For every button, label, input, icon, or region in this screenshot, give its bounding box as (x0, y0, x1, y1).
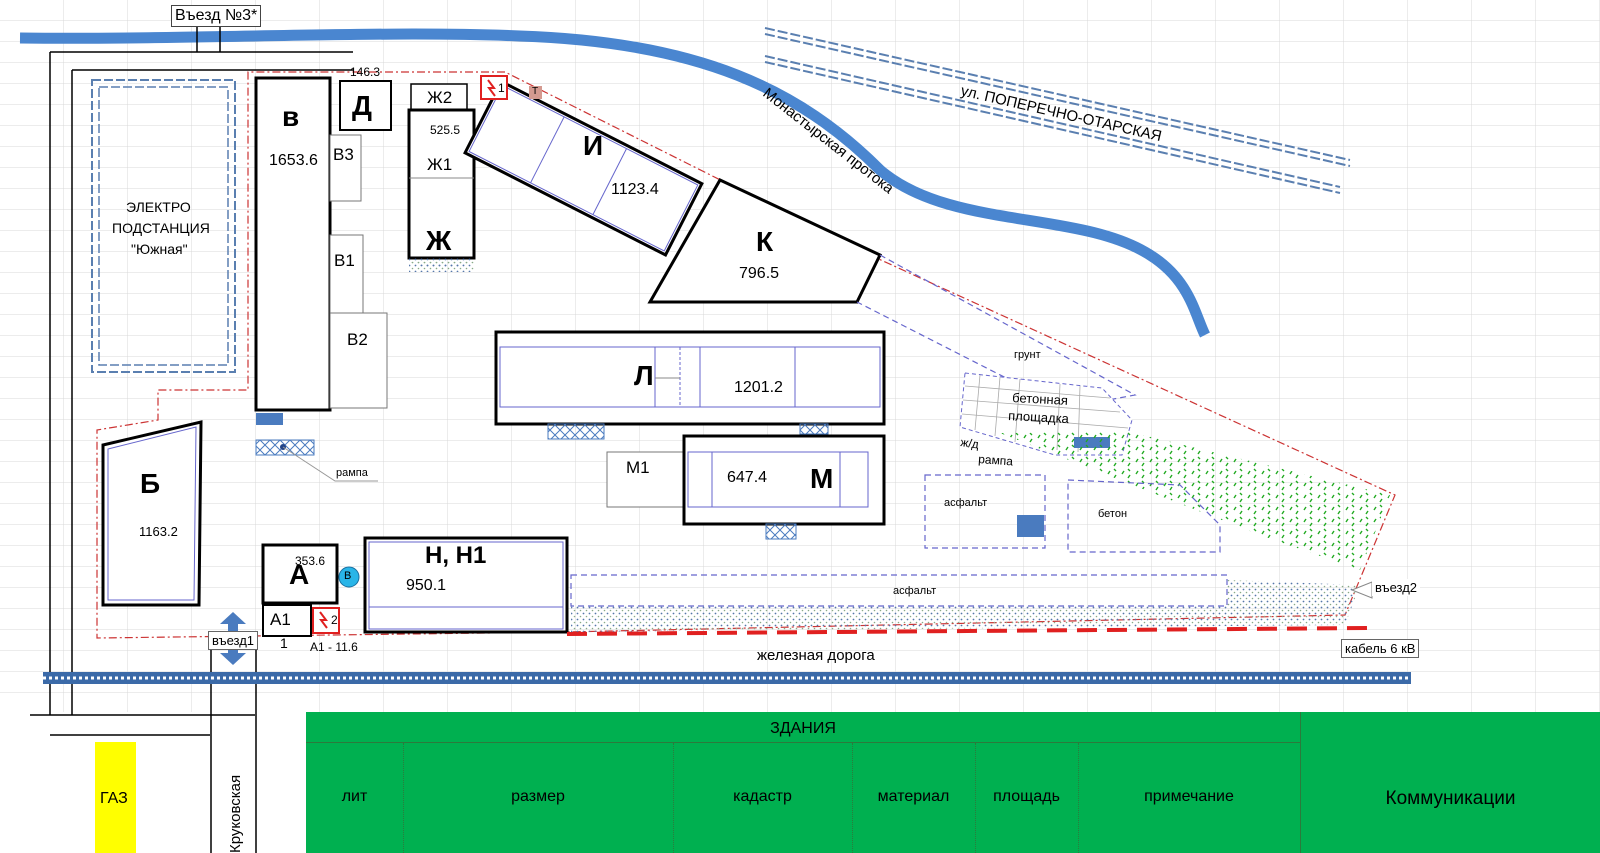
asphalt-2-label: асфальт (893, 585, 937, 597)
substation-line-1: ЭЛЕКТРО (126, 199, 191, 215)
building-a1[interactable] (262, 604, 312, 637)
building-l-area: 1201.2 (734, 379, 783, 396)
v-marker[interactable] (338, 566, 360, 588)
entry1-number: 1 (280, 635, 288, 651)
table-col-cadastre[interactable]: кадастр (733, 788, 792, 805)
building-zh2[interactable] (410, 83, 468, 111)
dashed-zone-k (856, 254, 1137, 409)
danger-marker-2[interactable] (312, 607, 340, 634)
building-d[interactable] (339, 80, 392, 131)
building-a-label: А (289, 559, 310, 590)
building-k-label: К (756, 226, 774, 257)
rail-short-label: ж/д (960, 435, 980, 451)
table-title: ЗДАНИЯ (770, 720, 836, 737)
building-d-label: Д (352, 90, 372, 121)
building-d-area: 146.3 (350, 65, 381, 79)
building-v2-label: В2 (347, 330, 368, 349)
gas-strip (95, 742, 136, 853)
building-b[interactable] (101, 420, 203, 607)
building-m1[interactable] (606, 451, 686, 508)
building-k-area: 796.5 (739, 265, 780, 282)
cable-label: кабель 6 кВ (1341, 639, 1420, 658)
ramp-label: рампа (336, 467, 368, 479)
building-m[interactable] (682, 434, 886, 526)
building-zh-area: 525.5 (430, 123, 461, 137)
building-v-area: 1653.6 (269, 152, 318, 169)
table-col-material[interactable]: материал (877, 788, 950, 805)
ramp2-label: рампа (978, 452, 1014, 468)
t-marker[interactable] (529, 86, 542, 99)
substation-area (91, 79, 236, 373)
entry3-label[interactable]: Въезд №3* (171, 5, 262, 27)
building-v2[interactable] (329, 312, 388, 409)
asphalt-1-label: асфальт (944, 497, 988, 509)
v-marker-label: В (344, 570, 352, 582)
building-n-area: 950.1 (406, 577, 447, 594)
building-v3[interactable] (329, 134, 362, 202)
building-n-label: Н, Н1 (425, 542, 487, 569)
table-col-area[interactable]: площадь (993, 788, 1060, 805)
concrete-pad-label-2: площадка (1008, 408, 1070, 426)
danger-1-num: 1 (498, 81, 505, 95)
river-monastyrskaya (19, 28, 1210, 338)
ground-label: грунт (1014, 349, 1041, 361)
building-a1-note: А1 - 11.6 (310, 640, 358, 654)
railway (43, 672, 1411, 684)
concrete-pad-label-1: бетонная (1012, 390, 1068, 408)
concrete-label: бетон (1098, 508, 1128, 520)
building-v3-label: В3 (333, 145, 354, 164)
railway-label: железная дорога (757, 647, 875, 664)
grass-area (1000, 432, 1390, 570)
building-v-label: в (282, 101, 300, 132)
buildings-table-header: ЗДАНИЯ лит размер кадастр материал площа… (306, 712, 1600, 853)
building-m1-label: М1 (626, 458, 650, 477)
building-zh2-label: Ж2 (427, 88, 453, 107)
asphalt-zone-1 (924, 474, 1046, 549)
building-zh1-label: Ж1 (427, 155, 453, 174)
building-m-label: М (810, 463, 834, 494)
building-l-label: Л (634, 360, 654, 391)
concrete-zone (1067, 479, 1221, 553)
building-v1[interactable] (329, 234, 364, 314)
table-col-communications[interactable]: Коммуникации (1385, 788, 1516, 809)
building-a-area: 353.6 (295, 554, 326, 568)
table-col-note[interactable]: примечание (1144, 788, 1234, 805)
building-v[interactable] (254, 76, 332, 412)
gas-label: ГАЗ (100, 790, 128, 807)
substation-line-2: ПОДСТАНЦИЯ (112, 220, 210, 236)
gravel-strip (571, 580, 1360, 632)
cable-line (566, 626, 1371, 636)
building-n[interactable] (363, 536, 569, 634)
substation-line-3: "Южная" (131, 241, 188, 257)
table-col-size[interactable]: размер (511, 788, 565, 805)
street-lines (764, 27, 1351, 194)
building-b-label: Б (140, 468, 161, 499)
building-i-label: И (583, 130, 604, 161)
building-i[interactable] (463, 79, 704, 257)
krutovskaya-label: Круковская (227, 775, 244, 853)
building-zh-label: Ж (426, 225, 452, 256)
building-a1-label: А1 (270, 610, 291, 629)
building-l[interactable] (494, 330, 886, 426)
building-a[interactable] (261, 543, 339, 605)
building-v1-label: В1 (334, 251, 355, 270)
entry1-label[interactable]: въезд1 (208, 631, 259, 650)
t-marker-label: Т (532, 86, 539, 97)
building-b-area: 1163.2 (139, 524, 178, 539)
building-m-area: 647.4 (727, 469, 768, 486)
danger-2-num: 2 (331, 613, 338, 627)
building-i-area: 1123.4 (611, 181, 659, 198)
danger-marker-1[interactable] (480, 75, 508, 100)
table-col-lit[interactable]: лит (341, 788, 368, 805)
entry2-label[interactable]: въезд2 (1372, 579, 1421, 596)
entry3-road (196, 25, 221, 52)
